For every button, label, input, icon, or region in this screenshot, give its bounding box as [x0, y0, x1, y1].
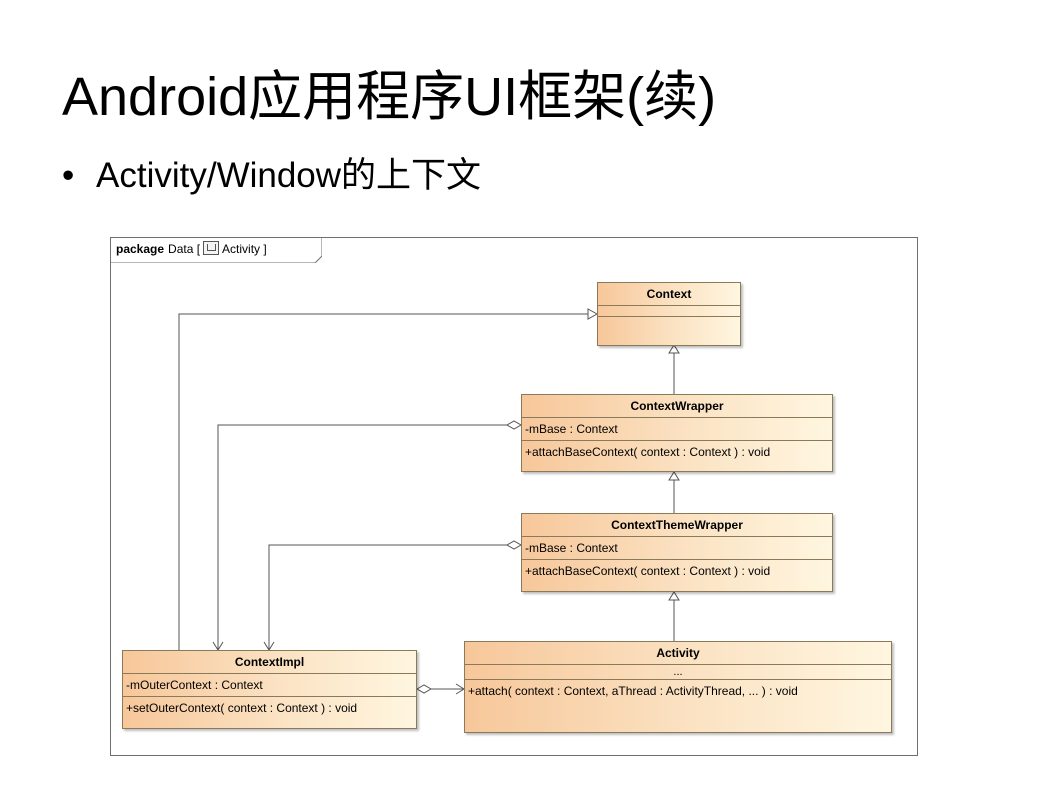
- class-context-operations: [598, 317, 740, 327]
- class-contextimpl-name: ContextImpl: [123, 651, 416, 674]
- class-contextwrapper-attribute: -mBase : Context: [522, 418, 832, 441]
- class-activity-operation: +attach( context : Context, aThread : Ac…: [468, 684, 798, 698]
- edge-contextimpl-context: [178, 313, 588, 650]
- class-diagram-icon: [203, 241, 220, 255]
- edge-wrapper-mbase-diamond: [505, 420, 523, 430]
- class-contextimpl: ContextImpl -mOuterContext : Context +se…: [122, 650, 417, 729]
- class-context-attributes: [598, 306, 740, 317]
- class-contextwrapper-operation: +attachBaseContext( context : Context ) …: [525, 445, 771, 459]
- edge-contextimpl-outer-diamond: [415, 684, 433, 694]
- class-activity-attribute: ...: [465, 665, 891, 680]
- package-keyword: package: [116, 242, 165, 256]
- edge-themewrapper-wrapper-arrowhead: [668, 471, 680, 481]
- edge-contextimpl-context-arrowhead: [587, 308, 599, 320]
- class-contextthemewrapper-name: ContextThemeWrapper: [522, 514, 832, 537]
- edge-themewrapper-mbase: [268, 544, 507, 650]
- edge-contextwrapper-context-arrowhead: [668, 344, 680, 354]
- class-context: Context: [597, 282, 741, 346]
- bullet-dot: •: [62, 156, 75, 195]
- class-context-name: Context: [598, 283, 740, 306]
- package-name: Data [: [168, 242, 201, 256]
- package-tab-outline: [110, 237, 322, 263]
- class-activity: Activity ... +attach( context : Context,…: [464, 641, 892, 733]
- bullet-item: • Activity/Window的上下文: [62, 152, 481, 200]
- edge-wrapper-mbase: [217, 424, 507, 650]
- class-contextwrapper: ContextWrapper -mBase : Context +attachB…: [521, 394, 833, 472]
- slide-title: Android应用程序UI框架(续): [62, 67, 717, 127]
- package-diagram-name: Activity ]: [222, 242, 267, 256]
- class-contextthemewrapper-attribute: -mBase : Context: [522, 537, 832, 560]
- class-contextwrapper-name: ContextWrapper: [522, 395, 832, 418]
- edge-activity-themewrapper-arrowhead: [668, 591, 680, 601]
- diagram-frame: [110, 237, 918, 756]
- class-activity-name: Activity: [465, 642, 891, 665]
- class-contextimpl-attribute: -mOuterContext : Context: [123, 674, 416, 697]
- edge-themewrapper-mbase-diamond: [505, 540, 523, 550]
- class-contextimpl-operation: +setOuterContext( context : Context ) : …: [126, 701, 358, 715]
- bullet-text: Activity/Window的上下文: [96, 156, 482, 195]
- class-contextthemewrapper-operation: +attachBaseContext( context : Context ) …: [525, 564, 771, 578]
- class-contextthemewrapper: ContextThemeWrapper -mBase : Context +at…: [521, 513, 833, 592]
